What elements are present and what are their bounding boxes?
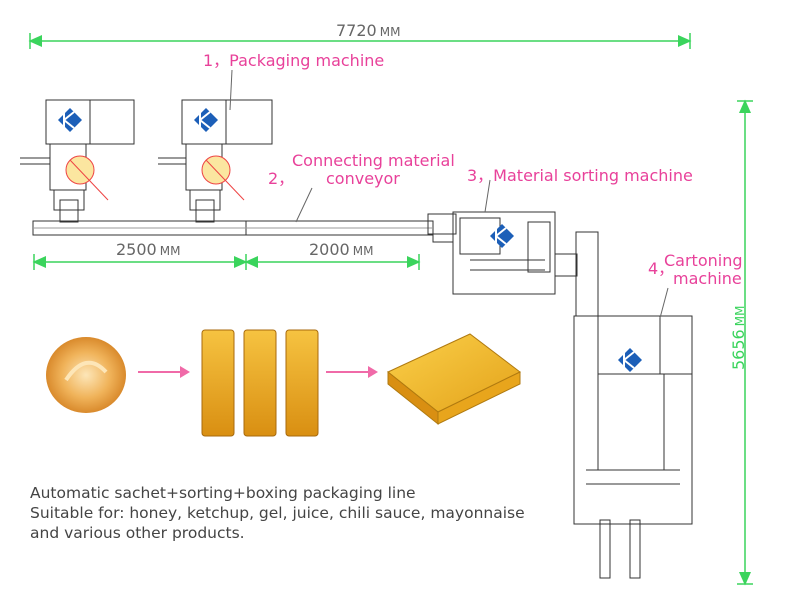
carton-box-icon <box>387 333 521 426</box>
arrow-right-icon <box>326 366 378 378</box>
seg1-unit: MM <box>159 244 181 258</box>
sachet-icon <box>201 329 319 437</box>
kitech-logo-icon <box>490 224 514 248</box>
seg2-value: 2000 <box>309 240 350 259</box>
height-dimension-line <box>737 99 753 586</box>
seg1-value: 2500 <box>116 240 157 259</box>
label-leader-lines <box>229 69 669 319</box>
label-packaging-machine: 1，Packaging machine <box>203 51 385 70</box>
caption-line-3: and various other products. <box>30 524 245 542</box>
packaging-machine-1 <box>20 99 135 223</box>
height-value: 5656 <box>729 329 748 370</box>
label-connecting-line2: conveyor <box>326 169 400 188</box>
label-connecting-line1: Connecting material <box>292 151 455 170</box>
kitech-logo-icon <box>194 108 218 132</box>
caption-line-1: Automatic sachet+sorting+boxing packagin… <box>30 484 416 502</box>
label-cartoning-number: 4， <box>648 259 675 278</box>
label-sorting-machine: 3，Material sorting machine <box>467 166 693 185</box>
cartoning-machine <box>573 231 693 579</box>
arrow-right-icon <box>138 366 190 378</box>
connecting-conveyor <box>32 220 434 236</box>
material-sorting-machine <box>427 211 578 295</box>
caption-line-2: Suitable for: honey, ketchup, gel, juice… <box>30 504 525 522</box>
total-width-value: 7720 <box>336 21 377 40</box>
label-cartoning-line1: Cartoning <box>664 251 743 270</box>
kitech-logo-icon <box>618 348 642 372</box>
height-unit: MM <box>733 305 747 327</box>
total-width-dimension-line <box>28 33 692 49</box>
seg2-unit: MM <box>352 244 374 258</box>
height-label: 5656 MM <box>729 306 748 370</box>
total-width-unit: MM <box>379 25 401 39</box>
kitech-logo-icon <box>58 108 82 132</box>
seg-dimension-lines <box>32 254 421 270</box>
packaging-machine-2 <box>158 99 273 223</box>
honey-blob-icon <box>46 337 126 413</box>
label-cartoning-line2: machine <box>673 269 742 288</box>
label-connecting-number: 2， <box>268 169 295 188</box>
